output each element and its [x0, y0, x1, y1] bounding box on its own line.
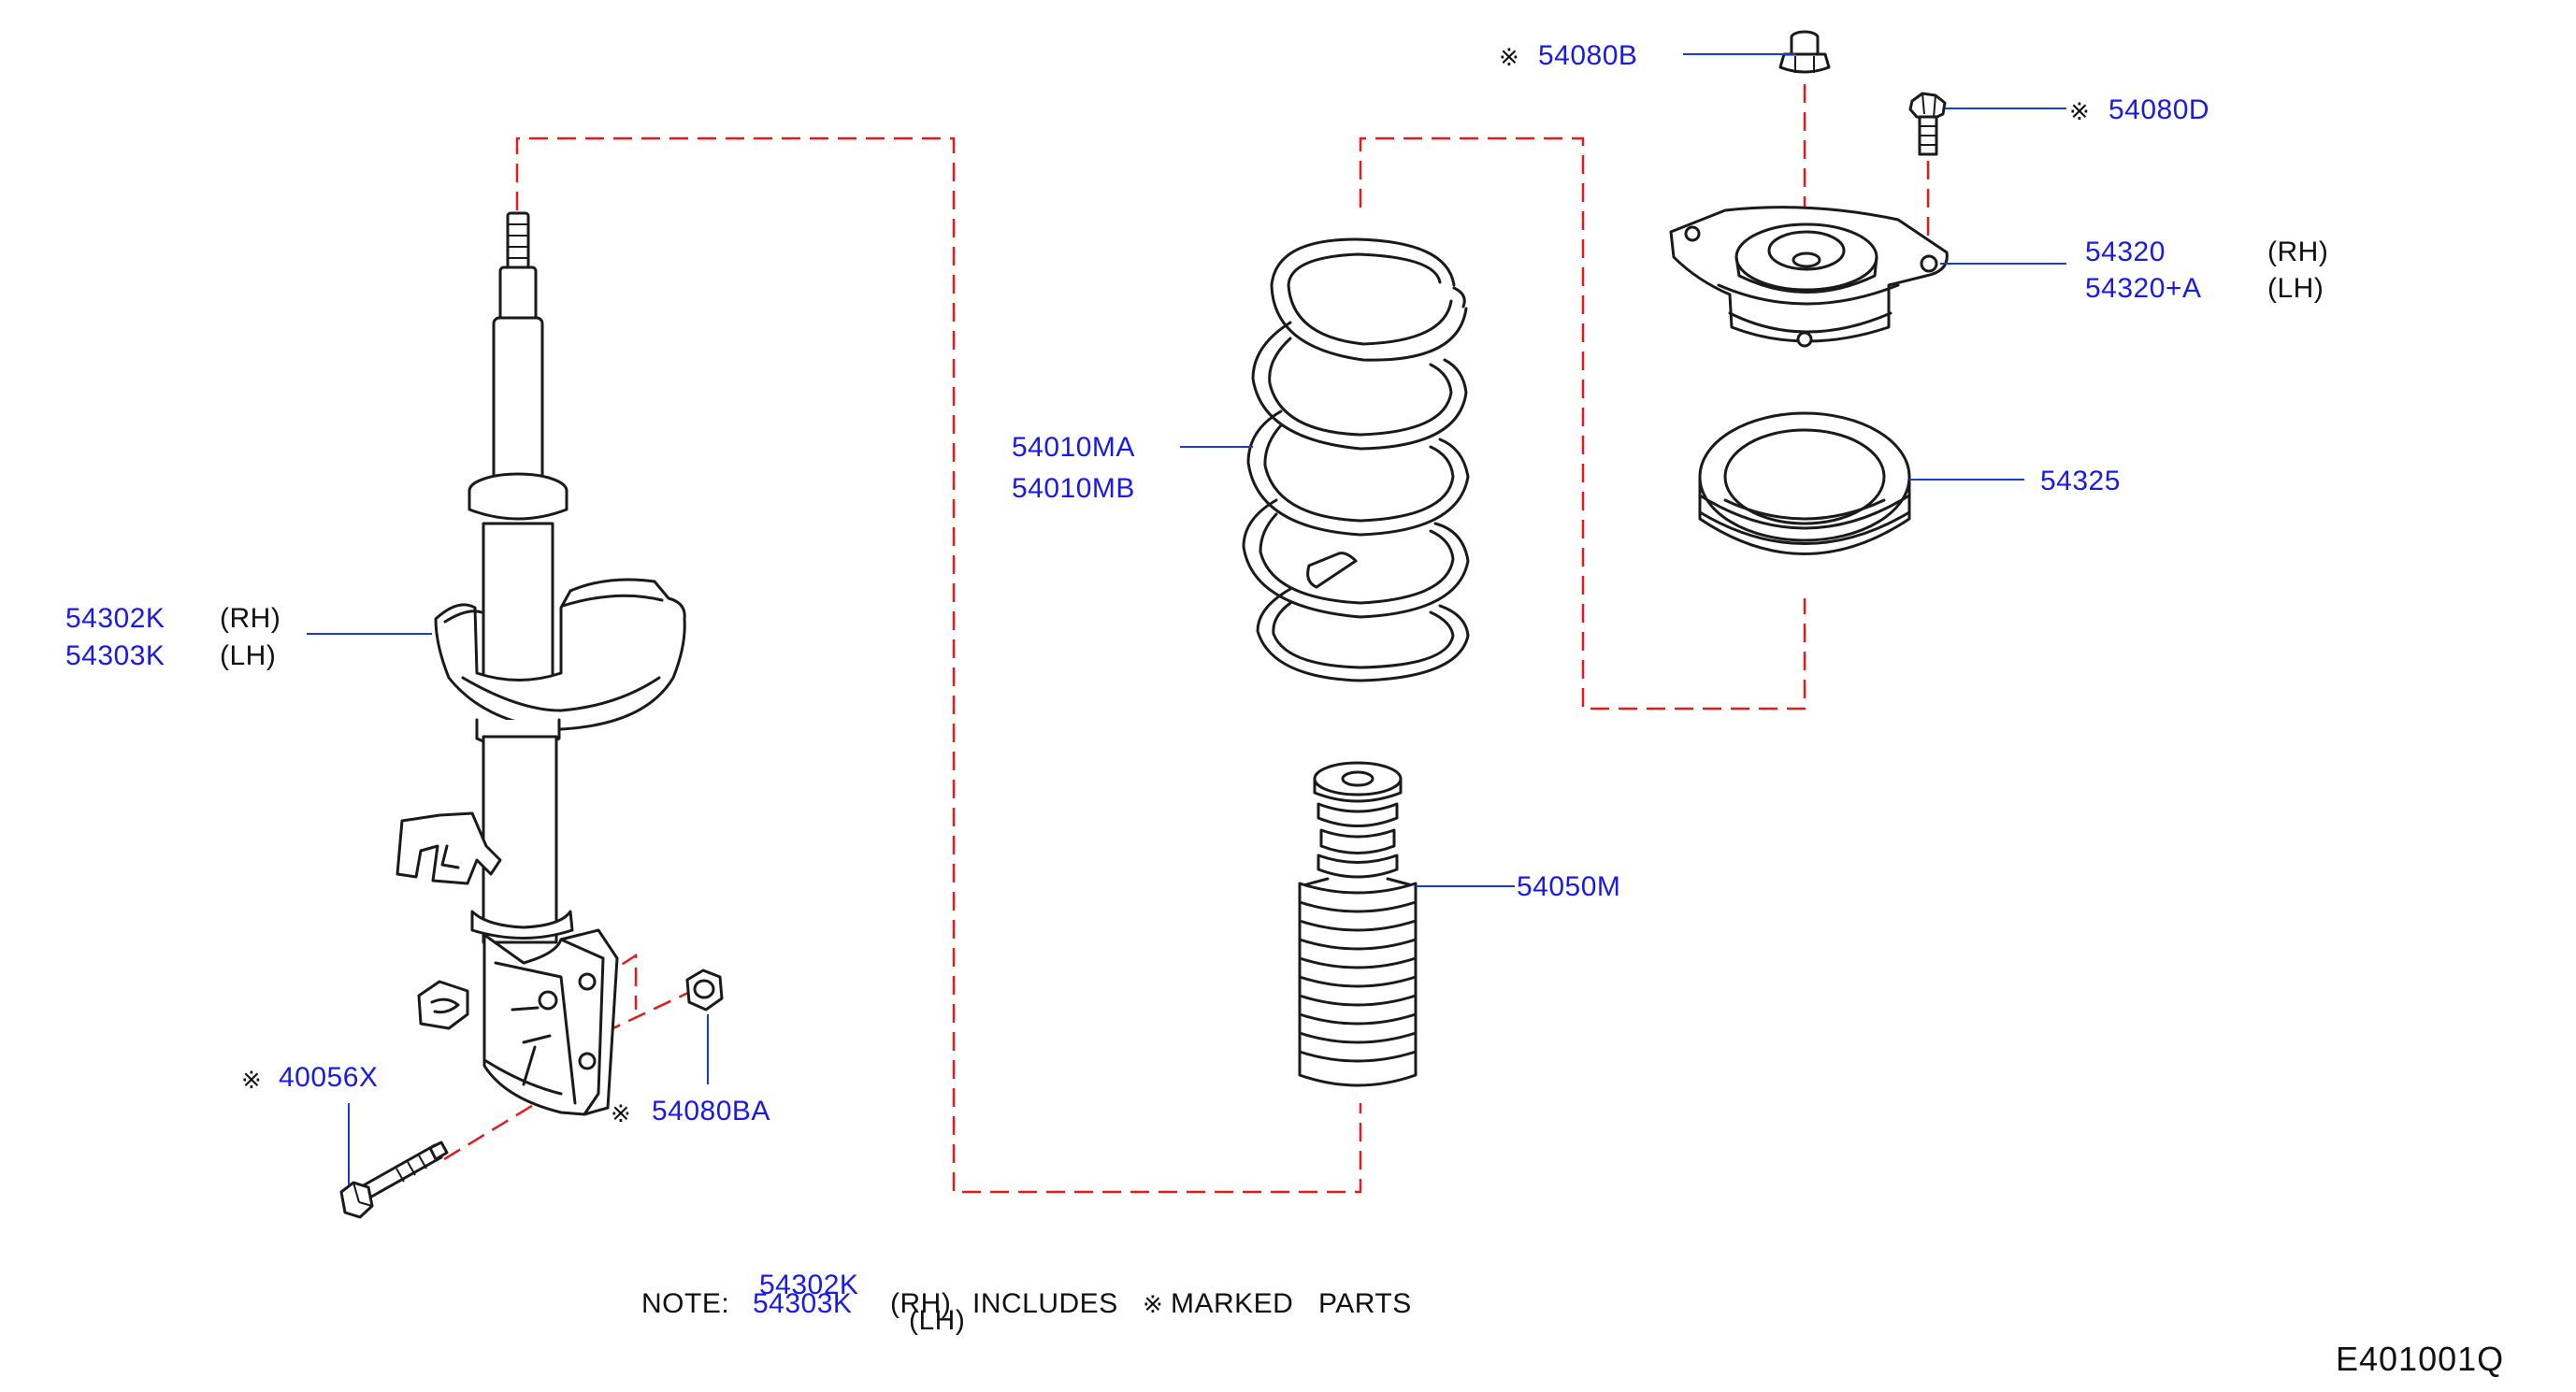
marked-symbol: ※	[611, 1099, 631, 1127]
mount-bearing	[1698, 411, 1911, 555]
part-number-54010ma[interactable]: 54010MA	[1012, 432, 1135, 463]
part-number-54320a[interactable]: 54320+A	[2085, 273, 2202, 304]
part-number-54080ba[interactable]: 54080BA	[652, 1096, 770, 1127]
part-number-54050m[interactable]: 54050M	[1517, 871, 1621, 902]
part-number-40056x[interactable]: 40056X	[279, 1062, 379, 1093]
marked-symbol: ※	[1499, 43, 1519, 71]
note-part-54302k[interactable]: 54302K	[759, 1270, 859, 1300]
part-number-54080d[interactable]: 54080D	[2108, 94, 2210, 125]
bump-stop-boot	[1298, 761, 1418, 1087]
bolt-54080d	[1908, 92, 1947, 156]
leader-lines	[307, 53, 2066, 1185]
note-lh: (LH)	[909, 1305, 966, 1336]
side-label-lh: (LH)	[220, 640, 277, 671]
side-label-rh: (RH)	[2267, 237, 2329, 267]
part-number-54010mb[interactable]: 54010MB	[1012, 473, 1135, 504]
strut-mount-insulator	[1669, 206, 1949, 348]
part-number-54302k[interactable]: 54302K	[65, 603, 165, 634]
part-number-54320[interactable]: 54320	[2085, 237, 2166, 267]
note-part-54303k[interactable]: 54303K	[753, 1288, 853, 1319]
note-label: NOTE:	[641, 1288, 730, 1319]
part-number-54080b[interactable]: 54080B	[1538, 40, 1638, 71]
diagram-code: E401001Q	[2336, 1340, 2505, 1378]
note-rh: (RH)	[890, 1288, 952, 1319]
nut-54080ba	[685, 969, 724, 1012]
side-label-rh: (RH)	[220, 603, 281, 634]
side-label-lh: (LH)	[2267, 273, 2324, 304]
coil-spring	[1242, 237, 1470, 682]
nut-54080b	[1778, 30, 1831, 74]
marked-symbol: ※	[2069, 97, 2090, 125]
note-marked: MARKED	[1171, 1288, 1294, 1319]
part-number-54325[interactable]: 54325	[2040, 466, 2121, 496]
marked-symbol: ※	[241, 1066, 262, 1094]
note-includes: INCLUDES	[972, 1288, 1118, 1319]
part-number-54303k[interactable]: 54303K	[65, 640, 165, 671]
note-symbol: ※	[1143, 1290, 1163, 1318]
bolt-40056x	[339, 1141, 449, 1219]
note-parts: PARTS	[1318, 1288, 1412, 1319]
strut-assembly	[396, 211, 686, 1116]
